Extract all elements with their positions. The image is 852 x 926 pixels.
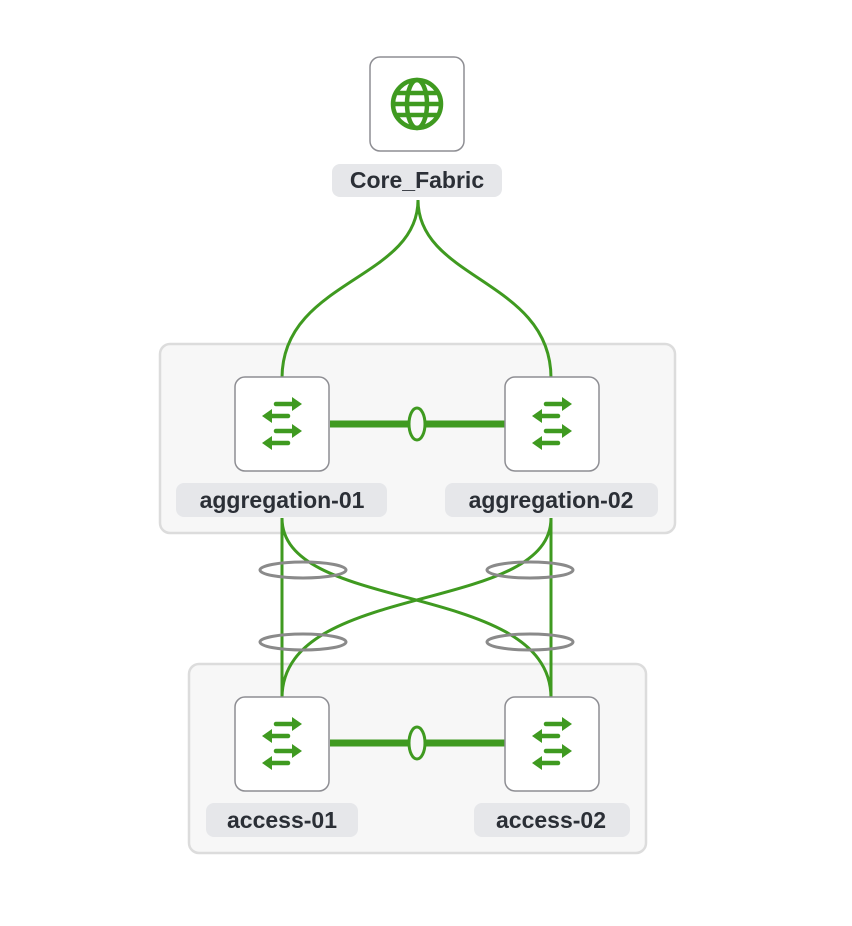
node-access-02[interactable]: access-02 [474,696,630,837]
globe-icon [390,77,444,131]
link-core-aggregation-02[interactable] [416,199,553,379]
node-label-bg [332,164,502,197]
node-aggregation-02[interactable]: aggregation-02 [445,376,658,517]
lag-ring [258,632,348,652]
switch-icon [262,717,302,770]
node-label-bg [206,803,358,837]
node-label-bg [445,483,658,517]
link-aggregation-02-access-01[interactable] [280,517,553,699]
node-label-access-01: access-01 [227,807,337,833]
link-core-aggregation-01[interactable] [280,199,420,379]
node-label-bg [176,483,387,517]
node-core-fabric[interactable]: Core_Fabric [332,56,502,197]
node-label-aggregation-02: aggregation-02 [469,487,634,513]
switch-icon [532,717,572,770]
peer-link-lag-ring [407,406,427,442]
node-label-bg [474,803,630,837]
lag-ring [485,632,575,652]
lag-ring [258,560,348,580]
node-label-access-02: access-02 [496,807,606,833]
node-label-core-fabric: Core_Fabric [350,167,484,193]
node-access-01[interactable]: access-01 [206,696,358,837]
switch-icon [262,397,302,450]
node-aggregation-01[interactable]: aggregation-01 [176,376,387,517]
peer-link-lag-ring [407,725,427,761]
switch-icon [532,397,572,450]
lag-ring [485,560,575,580]
node-label-aggregation-01: aggregation-01 [200,487,365,513]
